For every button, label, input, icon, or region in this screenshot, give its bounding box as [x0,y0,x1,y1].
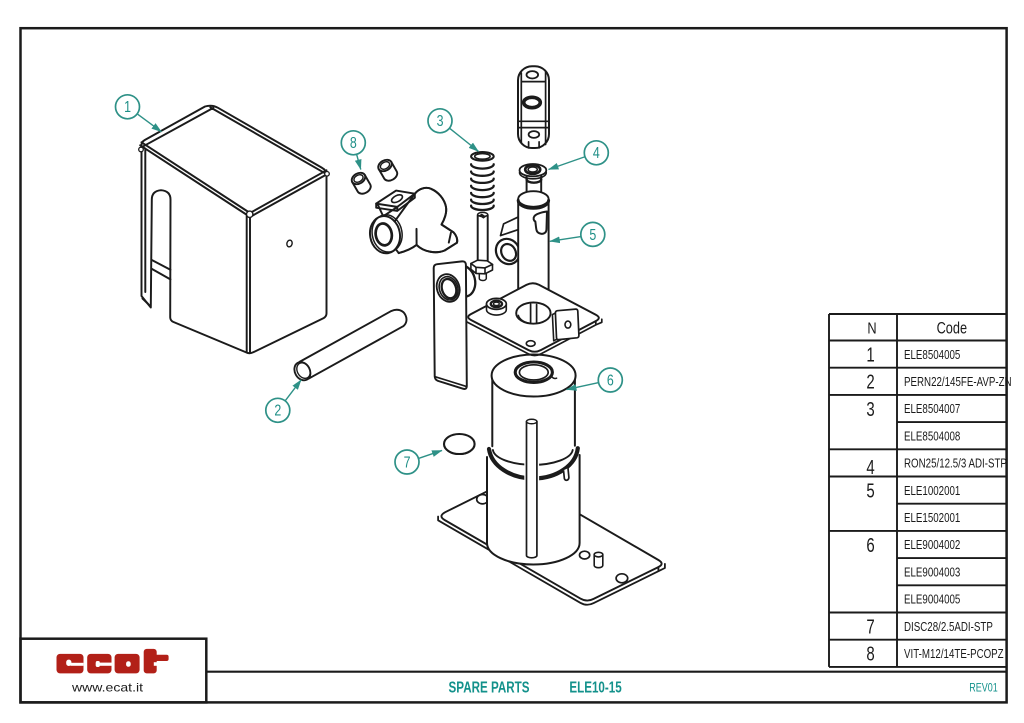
svg-text:ELE8504007: ELE8504007 [904,403,960,417]
svg-text:4: 4 [866,456,874,479]
svg-text:ELE9004002: ELE9004002 [904,539,960,553]
svg-text:VIT-M12/14TE-PCOPZ: VIT-M12/14TE-PCOPZ [904,648,1004,662]
svg-text:SPARE PARTS: SPARE PARTS [449,679,530,696]
svg-text:ELE8504005: ELE8504005 [904,349,960,363]
svg-text:5: 5 [589,225,596,243]
svg-text:N: N [867,320,876,338]
svg-text:ELE8504008: ELE8504008 [904,430,960,444]
svg-text:8: 8 [866,642,874,665]
svg-text:1: 1 [124,98,131,116]
svg-text:ELE1502001: ELE1502001 [904,512,960,526]
svg-text:7: 7 [404,453,411,471]
svg-text:6: 6 [866,534,874,557]
svg-text:8: 8 [350,134,357,152]
svg-text:4: 4 [593,144,600,162]
svg-text:ELE9004003: ELE9004003 [904,566,960,580]
svg-text:ELE10-15: ELE10-15 [569,679,622,696]
svg-text:ELE9004005: ELE9004005 [904,593,960,607]
svg-text:6: 6 [607,371,614,389]
svg-text:5: 5 [866,479,874,502]
svg-text:2: 2 [866,370,874,393]
svg-text:3: 3 [866,398,874,421]
svg-text:2: 2 [274,401,281,419]
svg-text:1: 1 [866,343,874,366]
svg-text:7: 7 [866,615,874,638]
svg-text:www.ecat.it: www.ecat.it [71,681,144,695]
svg-text:3: 3 [437,112,444,130]
svg-text:Code: Code [937,319,967,338]
svg-text:ELE1002001: ELE1002001 [904,485,960,499]
svg-text:DISC28/2.5ADI-STP: DISC28/2.5ADI-STP [904,621,993,635]
svg-text:RON25/12.5/3 ADI-STP: RON25/12.5/3 ADI-STP [904,457,1007,471]
svg-text:REV01: REV01 [969,683,998,695]
svg-text:PERN22/145FE-AVP-ZN: PERN22/145FE-AVP-ZN [904,376,1012,390]
